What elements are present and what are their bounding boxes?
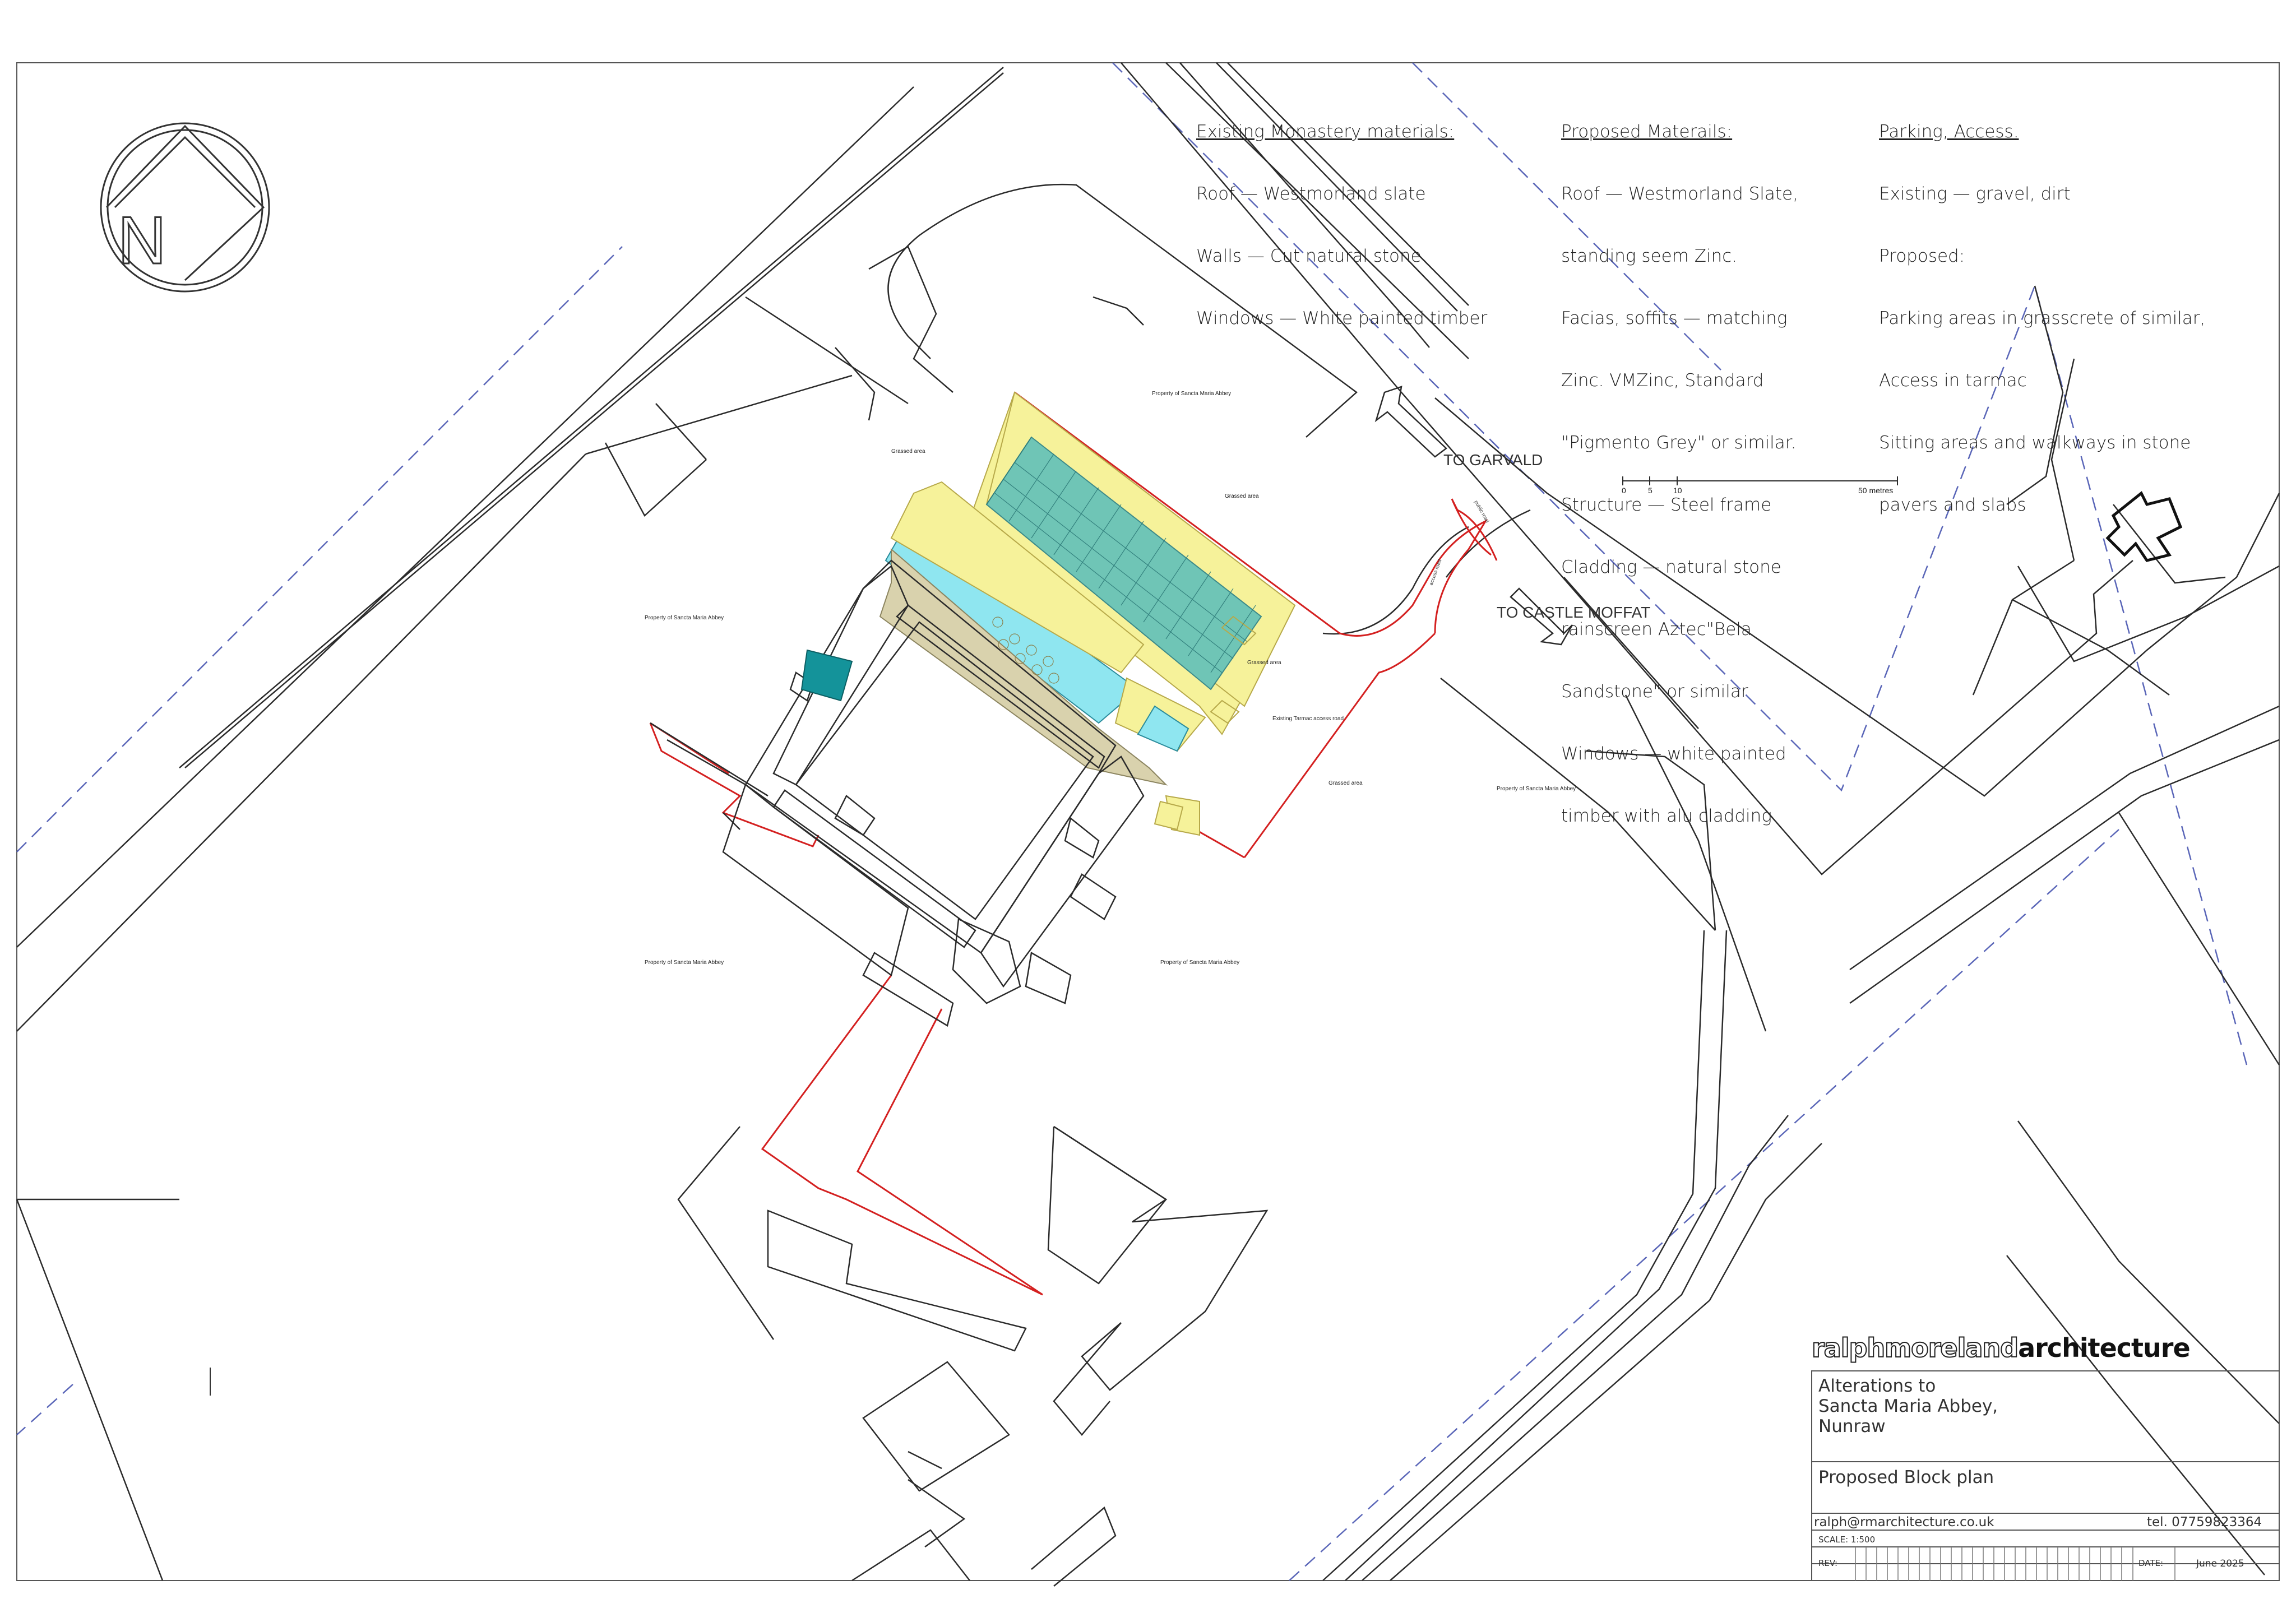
proposed-materials-line: Zinc. VMZinc, Standard (1561, 370, 1764, 391)
scale-tick-10: 10 (1673, 486, 1682, 495)
proposed-materials-line: "Pigmento Grey" or similar. (1561, 433, 1797, 453)
proposed-materials-line: Roof — Westmorland Slate, (1561, 184, 1798, 204)
property-label-5: Property of Sancta Maria Abbey (1497, 786, 1576, 792)
title-block-frame (1811, 1370, 2280, 1581)
project-title-line: Sancta Maria Abbey, (1818, 1396, 1998, 1416)
drawing-title: Proposed Block plan (1818, 1467, 1994, 1487)
scale-tick-0: 0 (1622, 486, 1626, 495)
existing-materials-notes: Existing Monastery materials: Roof — Wes… (1196, 80, 1487, 350)
existing-materials-line: Walls — Cut natural stone (1196, 246, 1422, 266)
lower-building-outlines (767, 1125, 1269, 1587)
existing-access-road-label: Existing Tarmac access road (1272, 716, 1344, 722)
proposed-landscaping-zone (879, 391, 1296, 836)
date-value: June 2025 (2196, 1558, 2244, 1569)
sheet-border (16, 62, 2280, 1581)
parking-access-line: Proposed: (1879, 246, 1965, 266)
contact-phone: tel. 07759823364 (2147, 1515, 2262, 1530)
road-direction-arrows (1374, 386, 1573, 646)
project-title-line: Nunraw (1818, 1416, 1886, 1436)
parking-access-line: Existing — gravel, dirt (1879, 184, 2071, 204)
existing-materials-line: Roof — Westmorland slate (1196, 184, 1426, 204)
red-site-boundary (649, 391, 1498, 1296)
scale-tick-5: 5 (1648, 486, 1652, 495)
date-label: DATE: (2138, 1558, 2164, 1568)
parking-access-line: pavers and slabs (1879, 495, 2026, 515)
scale-bar (1622, 476, 1898, 485)
parking-access-line: Parking areas in grasscrete of similar, (1879, 308, 2206, 328)
entrance-fill (1154, 800, 1184, 831)
proposed-materials-line: Sandstone" or similar (1561, 682, 1748, 702)
proposed-materials-line: timber with alu cladding (1561, 806, 1772, 826)
curved-road-edges (887, 183, 1767, 1032)
existing-materials-line: Windows — White painted timber (1196, 308, 1488, 328)
proposed-materials-line: Structure — Steel frame (1561, 495, 1772, 515)
blue-dashed-boundaries (16, 62, 2248, 1581)
property-label-2: Property of Sancta Maria Abbey (645, 615, 724, 621)
project-title-line: Alterations to (1818, 1376, 1936, 1396)
existing-materials-heading: Existing Monastery materials: (1196, 122, 1455, 142)
proposed-materials-line: Windows — white painted (1561, 744, 1786, 764)
grassed-area-label-2: Grassed area (1225, 493, 1259, 499)
brand-logo-dark: architecture (2018, 1333, 2191, 1363)
parking-access-line: Sitting areas and walkways in stone (1879, 433, 2191, 453)
proposed-materials-line: standing seem Zinc. (1561, 246, 1738, 266)
proposed-materials-line: Cladding — natural stone (1561, 557, 1781, 577)
proposed-materials-line: Facias, soffits — matching (1561, 308, 1788, 328)
road-label-access-road: access road (1428, 559, 1442, 586)
brand-logo: ralphmorelandarchitecture (1811, 1332, 2191, 1364)
road-label-castle-moffat: TO CASTLE MOFFAT (1497, 604, 1650, 621)
scale-bar-labels: 0 5 10 50 metres (1622, 486, 1893, 495)
contact-email: ralph@rmarchitecture.co.uk (1814, 1515, 1994, 1530)
stair-core-fill (800, 649, 853, 702)
north-arrow-letter: N (118, 203, 166, 278)
revision-label: REV: (1818, 1558, 1837, 1568)
grassed-area-label-3: Grassed area (1247, 660, 1281, 666)
road-label-public-road: public road (1473, 499, 1490, 523)
parking-access-notes: Parking, Access. Existing — gravel, dirt… (1879, 80, 2205, 536)
north-arrow (100, 122, 270, 293)
grassed-area-label-1: Grassed area (891, 448, 925, 455)
property-label-1: Property of Sancta Maria Abbey (1152, 391, 1231, 397)
road-lines (16, 62, 2280, 1581)
proposed-materials-line: rainscreen Aztec"Bela (1561, 619, 1752, 639)
road-label-garvald: TO GARVALD (1443, 451, 1543, 469)
brand-logo-light: ralphmoreland (1811, 1332, 2019, 1364)
parking-access-heading: Parking, Access. (1879, 122, 2019, 142)
property-label-4: Property of Sancta Maria Abbey (1160, 960, 1239, 966)
site-labels: Property of Sancta Maria Abbey Property … (645, 391, 1576, 966)
scale-label: SCALE: 1:500 (1818, 1535, 1876, 1545)
grassed-area-label-4: Grassed area (1328, 780, 1363, 786)
detached-house (2105, 491, 2183, 562)
revision-grid (1855, 1547, 2175, 1581)
project-title: Alterations to Sancta Maria Abbey, Nunra… (1818, 1376, 1998, 1436)
property-label-3: Property of Sancta Maria Abbey (645, 960, 724, 966)
proposed-materials-notes: Proposed Materails: Roof — Westmorland S… (1561, 80, 1798, 847)
scale-tick-50: 50 metres (1858, 486, 1893, 495)
parking-access-line: Access in tarmac (1879, 370, 2027, 391)
proposed-materials-heading: Proposed Materails: (1561, 122, 1733, 142)
